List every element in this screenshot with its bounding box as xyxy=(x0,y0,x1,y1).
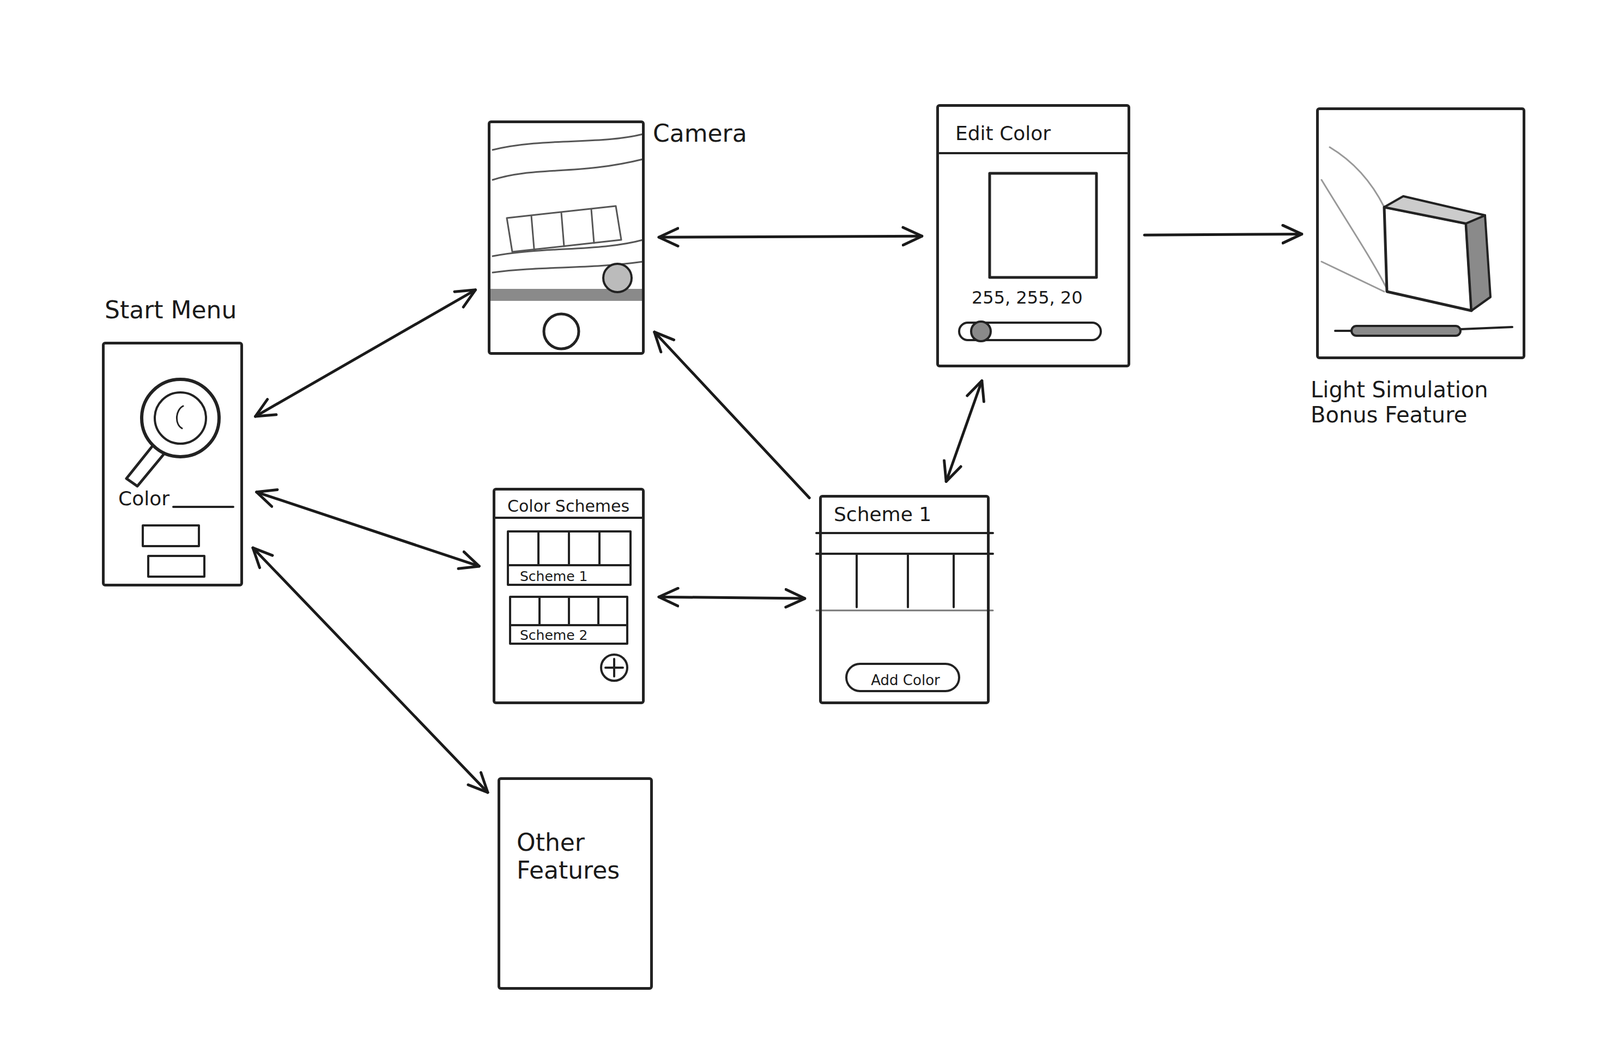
input-underline xyxy=(173,505,234,508)
screen-title: Edit Color xyxy=(955,122,1051,145)
text-slot: Color Schemes xyxy=(507,497,630,517)
screen-caption: Light Simulation Bonus Feature xyxy=(1310,377,1523,428)
palette-swatches xyxy=(507,531,631,644)
magnifier-icon xyxy=(126,379,220,487)
camera-viewfinder xyxy=(492,134,644,273)
menu-button xyxy=(148,555,205,577)
gallery-thumb xyxy=(603,263,632,293)
slider-knob xyxy=(971,321,991,342)
screen-title: Start Menu xyxy=(104,296,237,325)
text-slot: Camera xyxy=(652,119,748,148)
screen-title: Color Schemes xyxy=(507,497,630,517)
header-rule xyxy=(816,531,993,535)
text-slot: Scheme 1 xyxy=(519,568,588,585)
scheme-swatches xyxy=(816,553,993,611)
screen-frame: Color SchemesScheme 1 Scheme 2 xyxy=(492,487,645,705)
flow-arrow xyxy=(1144,233,1302,235)
placeholder-text: Other Features xyxy=(516,828,642,884)
shutter-button xyxy=(543,313,579,349)
scheme-name: Scheme 2 xyxy=(519,627,588,644)
text-slot: Add Color xyxy=(849,666,962,694)
screen-frame: Other Features xyxy=(497,777,653,990)
text-slot: 255, 255, 20 xyxy=(971,287,1083,308)
flow-arrow xyxy=(654,331,810,498)
flow-arrow xyxy=(252,547,488,793)
text-slot: Other Features xyxy=(516,828,642,884)
flow-arrow xyxy=(946,380,983,482)
button-label: Add Color xyxy=(870,666,940,694)
header-rule xyxy=(494,516,644,519)
text-slot: Scheme 2 xyxy=(519,627,588,644)
screen-frame: Camera xyxy=(487,120,645,355)
flow-arrow xyxy=(658,235,923,238)
field-label: Color xyxy=(118,487,170,510)
flow-arrow xyxy=(255,289,476,417)
header-rule xyxy=(939,152,1127,155)
scheme-name: Scheme 1 xyxy=(519,568,588,585)
flow-arrow xyxy=(256,492,480,567)
screen-frame: Edit Color 255, 255, 20 xyxy=(936,104,1131,368)
add-scheme-button xyxy=(601,654,628,681)
screen-frame: Scheme 1 Add Color xyxy=(819,494,990,705)
screen-frame: Light Simulation Bonus Feature xyxy=(1316,107,1526,360)
light-simulation-sketch xyxy=(1321,147,1513,336)
screen-frame: Start MenuColor xyxy=(101,341,244,587)
text-slot: Light Simulation Bonus Feature xyxy=(1310,377,1523,428)
flow-arrow xyxy=(658,596,805,599)
text-slot: Color xyxy=(118,487,170,510)
screen-title: Scheme 1 xyxy=(833,502,932,526)
menu-button xyxy=(142,525,199,547)
text-slot: Start Menu xyxy=(104,296,237,325)
rgb-value: 255, 255, 20 xyxy=(971,287,1083,308)
text-slot: Edit Color xyxy=(955,122,1051,145)
screen-title: Camera xyxy=(652,119,748,148)
text-slot: Scheme 1 xyxy=(833,502,932,526)
color-preview xyxy=(989,173,1097,278)
